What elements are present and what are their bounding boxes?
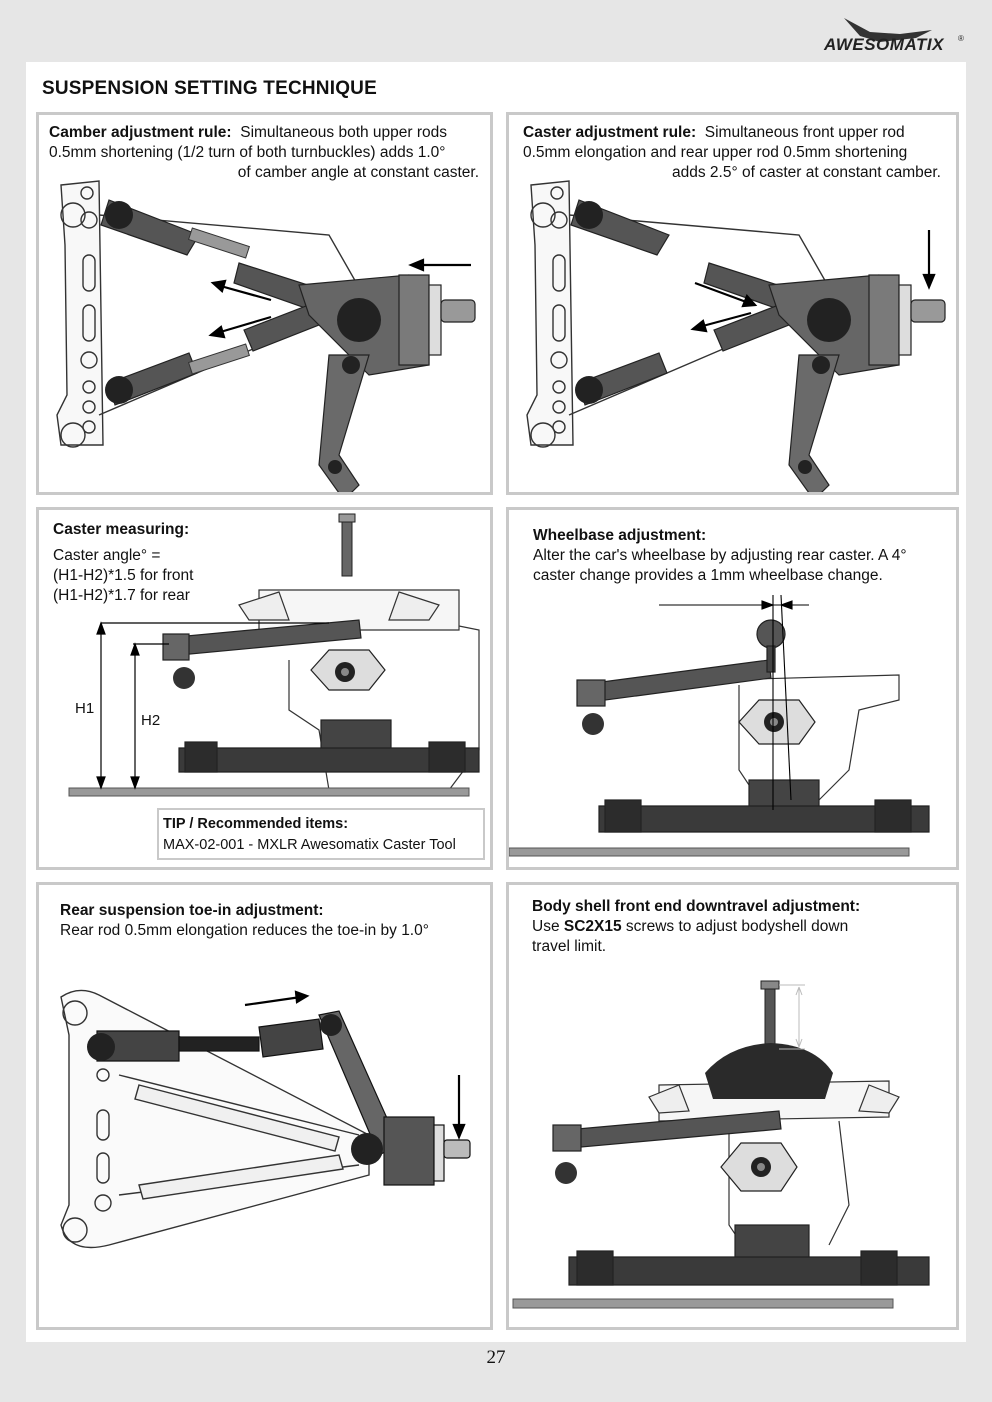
caster-measuring-illustration	[68, 513, 480, 797]
wheelbase-line2: caster change provides a 1mm wheelbase c…	[533, 567, 883, 584]
camber-heading: Camber adjustment rule:	[49, 124, 232, 141]
bodyshell-line2: travel limit.	[532, 938, 607, 955]
camber-suspension-illustration	[56, 180, 476, 492]
logo-text: AWESOMATIX	[824, 35, 944, 54]
h2-label: H2	[141, 712, 161, 729]
caster-measuring-panel: Caster measuring: Caster angle° = (H1-H2…	[36, 507, 493, 870]
tip-item: MAX-02-001 - MXLR Awesomatix Caster Tool	[163, 837, 456, 853]
camber-line3: of camber angle at constant caster.	[237, 164, 479, 181]
page-title: SUSPENSION SETTING TECHNIQUE	[42, 78, 377, 99]
manual-page: SUSPENSION SETTING TECHNIQUE Camber adju…	[26, 62, 966, 1342]
bodyshell-line1: Use SC2X15 screws to adjust bodyshell do…	[532, 917, 952, 937]
wheelbase-illustration	[509, 594, 930, 857]
logo-registered-mark: ®	[958, 34, 964, 43]
toe-in-text: Rear suspension toe-in adjustment: Rear …	[60, 901, 480, 941]
caster-measuring-heading: Caster measuring:	[53, 521, 190, 538]
bodyshell-line1-post: screws to adjust bodyshell down	[621, 918, 849, 935]
toe-in-illustration	[60, 989, 471, 1249]
wheelbase-heading: Wheelbase adjustment:	[533, 527, 707, 544]
caster-text: Caster adjustment rule: Simultaneous fro…	[523, 123, 941, 183]
caster-measuring-line2: (H1-H2)*1.5 for front	[53, 567, 194, 584]
logo-bird-icon	[844, 18, 932, 42]
wheelbase-text: Wheelbase adjustment: Alter the car's wh…	[533, 526, 953, 586]
screw-part-number: SC2X15	[563, 918, 622, 935]
camber-line1: Simultaneous both upper rods	[240, 124, 448, 141]
caster-panel: Caster adjustment rule: Simultaneous fro…	[506, 112, 959, 495]
camber-line2: 0.5mm shortening (1/2 turn of both turnb…	[49, 144, 446, 161]
camber-panel: Camber adjustment rule: Simultaneous bot…	[36, 112, 493, 495]
tip-heading: TIP / Recommended items:	[163, 816, 349, 832]
h1-label: H1	[75, 700, 95, 717]
bodyshell-panel: Body shell front end downtravel adjustme…	[506, 882, 959, 1330]
bodyshell-heading: Body shell front end downtravel adjustme…	[532, 898, 861, 915]
bodyshell-line1-pre: Use	[532, 918, 564, 935]
bodyshell-illustration	[512, 980, 930, 1309]
caster-measuring-line3: (H1-H2)*1.7 for rear	[53, 587, 190, 604]
caster-heading: Caster adjustment rule:	[523, 124, 697, 141]
caster-line2: 0.5mm elongation and rear upper rod 0.5m…	[523, 144, 908, 161]
tip-box: TIP / Recommended items: MAX-02-001 - MX…	[157, 808, 485, 860]
bodyshell-text: Body shell front end downtravel adjustme…	[532, 897, 952, 957]
toe-in-heading: Rear suspension toe-in adjustment:	[60, 902, 324, 919]
caster-measuring-line1: Caster angle° =	[53, 547, 161, 564]
caster-line1: Simultaneous front upper rod	[704, 124, 905, 141]
toe-in-panel: Rear suspension toe-in adjustment: Rear …	[36, 882, 493, 1330]
page-number: 27	[486, 1347, 506, 1368]
camber-text: Camber adjustment rule: Simultaneous bot…	[49, 123, 479, 183]
wheelbase-line1: Alter the car's wheelbase by adjusting r…	[533, 547, 907, 564]
caster-measuring-text: Caster measuring: Caster angle° = (H1-H2…	[53, 520, 193, 606]
wheelbase-panel: Wheelbase adjustment: Alter the car's wh…	[506, 507, 959, 870]
brand-logo: AWESOMATIX ®	[820, 14, 970, 58]
caster-suspension-illustration	[526, 180, 946, 492]
toe-in-line1: Rear rod 0.5mm elongation reduces the to…	[60, 922, 429, 939]
caster-line3: adds 2.5° of caster at constant camber.	[672, 164, 941, 181]
